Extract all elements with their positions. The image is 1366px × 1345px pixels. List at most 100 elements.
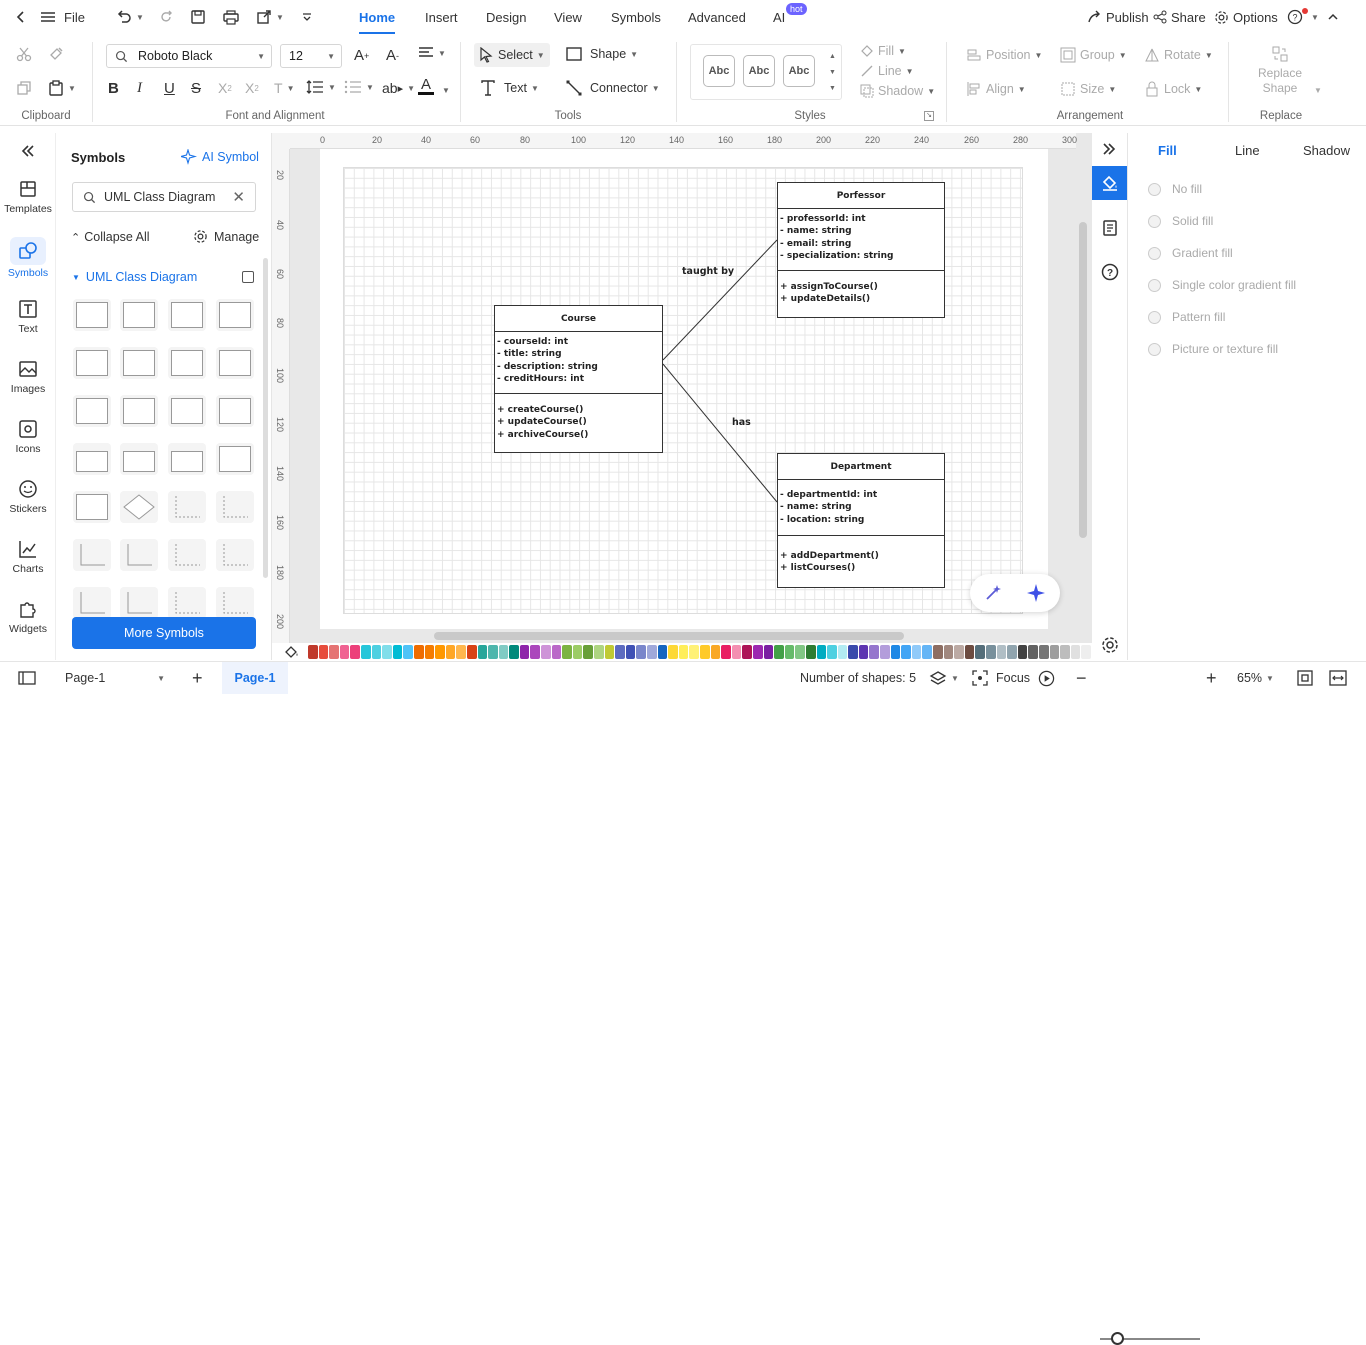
text-case-icon[interactable]: T▼ xyxy=(274,80,295,96)
hamburger-icon[interactable] xyxy=(40,0,56,34)
more-icon[interactable] xyxy=(302,0,312,34)
tab-ai[interactable]: AI xyxy=(773,9,786,25)
symbol-thumbnail[interactable] xyxy=(216,587,254,619)
more-symbols-button[interactable]: More Symbols xyxy=(72,617,256,649)
zoom-in-icon[interactable]: + xyxy=(1206,667,1217,688)
color-swatch[interactable] xyxy=(350,645,360,659)
strikethrough-icon[interactable]: S xyxy=(191,80,202,97)
font-color-icon[interactable]: A xyxy=(418,77,434,95)
ai-symbol-button[interactable]: AI Symbol xyxy=(181,149,259,165)
shadow-button[interactable]: Shadow▼ xyxy=(860,84,935,98)
zoom-select[interactable]: 65%▼ xyxy=(1237,671,1274,685)
color-swatch[interactable] xyxy=(562,645,572,659)
color-swatch[interactable] xyxy=(615,645,625,659)
increase-font-icon[interactable]: A+ xyxy=(354,47,370,64)
cut-icon[interactable] xyxy=(16,46,32,62)
shape-tool[interactable]: Shape▼ xyxy=(566,47,638,61)
focus-button[interactable]: Focus xyxy=(972,662,1030,694)
color-swatch[interactable] xyxy=(572,645,583,659)
help-panel-icon[interactable]: ? xyxy=(1101,263,1119,284)
lock-button[interactable]: Lock▼ xyxy=(1144,81,1202,97)
nav-widgets[interactable]: Widgets xyxy=(0,599,56,635)
color-swatch[interactable] xyxy=(752,645,763,659)
bold-icon[interactable]: B xyxy=(108,80,119,97)
replace-shape-button[interactable]: Replace Shape xyxy=(1254,46,1306,96)
nav-text[interactable]: Text xyxy=(0,299,56,335)
add-page-icon[interactable]: + xyxy=(192,667,203,688)
nav-icons[interactable]: Icons xyxy=(0,419,56,455)
layers-icon[interactable]: ▼ xyxy=(929,662,959,694)
color-swatch[interactable] xyxy=(1007,645,1017,659)
ai-sparkle-icon[interactable] xyxy=(1026,583,1046,606)
print-icon[interactable] xyxy=(222,0,240,34)
class-department[interactable]: Department - departmentId: int - name: s… xyxy=(777,453,945,588)
color-swatch[interactable] xyxy=(721,645,731,659)
symbol-thumbnail[interactable] xyxy=(216,539,254,571)
text-tool[interactable]: Text▼ xyxy=(480,80,539,96)
color-swatch[interactable] xyxy=(445,645,456,659)
color-swatch[interactable] xyxy=(964,645,975,659)
styles-scroll-icon[interactable]: ▲▼▼ xyxy=(829,53,836,92)
color-swatch[interactable] xyxy=(816,645,827,659)
rotate-button[interactable]: Rotate▼ xyxy=(1144,47,1213,63)
tab-insert[interactable]: Insert xyxy=(425,9,458,25)
tab-home[interactable]: Home xyxy=(359,0,396,34)
symbol-thumbnail[interactable] xyxy=(168,299,206,331)
style-preset-1[interactable]: Abc xyxy=(703,55,735,87)
fit-page-icon[interactable] xyxy=(1297,662,1313,694)
color-swatch[interactable] xyxy=(890,645,901,659)
settings-icon[interactable] xyxy=(1101,636,1119,657)
select-tool[interactable]: Select▼ xyxy=(474,43,550,67)
color-swatch[interactable] xyxy=(1070,645,1081,659)
font-size-select[interactable]: 12 ▼ xyxy=(280,44,342,68)
symbol-thumbnail[interactable] xyxy=(216,347,254,379)
format-painter-icon[interactable] xyxy=(48,46,64,62)
color-swatch[interactable] xyxy=(488,645,498,659)
undo-icon[interactable]: ▼ xyxy=(116,0,144,34)
color-swatch[interactable] xyxy=(827,645,837,659)
color-swatch[interactable] xyxy=(604,645,615,659)
color-swatch[interactable] xyxy=(795,645,805,659)
color-swatch[interactable] xyxy=(858,645,869,659)
style-preset-2[interactable]: Abc xyxy=(743,55,775,87)
color-swatch[interactable] xyxy=(509,645,519,659)
symbol-thumbnail[interactable] xyxy=(120,347,158,379)
page-select[interactable]: Page-1▼ xyxy=(65,671,165,685)
color-swatch[interactable] xyxy=(403,645,413,659)
color-swatch[interactable] xyxy=(922,645,933,659)
color-swatch[interactable] xyxy=(1081,645,1091,659)
font-family-select[interactable]: Roboto Black ▼ xyxy=(106,44,272,68)
bullet-list-icon[interactable]: ▼ xyxy=(344,80,374,94)
options-button[interactable]: Options xyxy=(1214,0,1278,34)
decrease-font-icon[interactable]: A- xyxy=(386,47,400,64)
symbol-thumbnail[interactable] xyxy=(73,491,111,523)
zoom-out-icon[interactable]: − xyxy=(1076,667,1087,688)
color-swatch[interactable] xyxy=(1028,645,1038,659)
color-swatch[interactable] xyxy=(848,645,858,659)
color-swatch[interactable] xyxy=(731,645,742,659)
share-button[interactable]: Share xyxy=(1153,0,1206,34)
class-professor[interactable]: Porfessor - professorId: int - name: str… xyxy=(777,182,945,318)
tab-design[interactable]: Design xyxy=(486,9,527,25)
color-swatch[interactable] xyxy=(837,645,848,659)
symbol-thumbnail[interactable] xyxy=(120,395,158,427)
color-swatch[interactable] xyxy=(774,645,784,659)
style-preset-3[interactable]: Abc xyxy=(783,55,815,87)
symbol-thumbnail[interactable] xyxy=(168,443,206,475)
color-swatch[interactable] xyxy=(339,645,350,659)
symbol-thumbnail[interactable] xyxy=(120,491,158,523)
nav-symbols[interactable]: Symbols xyxy=(0,237,56,279)
fill-option-single-gradient[interactable]: Single color gradient fill xyxy=(1148,278,1296,292)
color-swatch[interactable] xyxy=(1060,645,1070,659)
export-icon[interactable]: ▼ xyxy=(256,0,284,34)
color-swatch[interactable] xyxy=(371,645,382,659)
file-menu[interactable]: File xyxy=(64,9,85,25)
fill-option-solid[interactable]: Solid fill xyxy=(1148,214,1213,228)
line-button[interactable]: Line▼ xyxy=(860,64,914,78)
color-swatch[interactable] xyxy=(647,645,657,659)
text-style-icon[interactable]: ab▸▼ xyxy=(382,80,416,96)
fill-option-picture[interactable]: Picture or texture fill xyxy=(1148,342,1278,356)
color-swatch[interactable] xyxy=(435,645,445,659)
color-swatch[interactable] xyxy=(689,645,699,659)
